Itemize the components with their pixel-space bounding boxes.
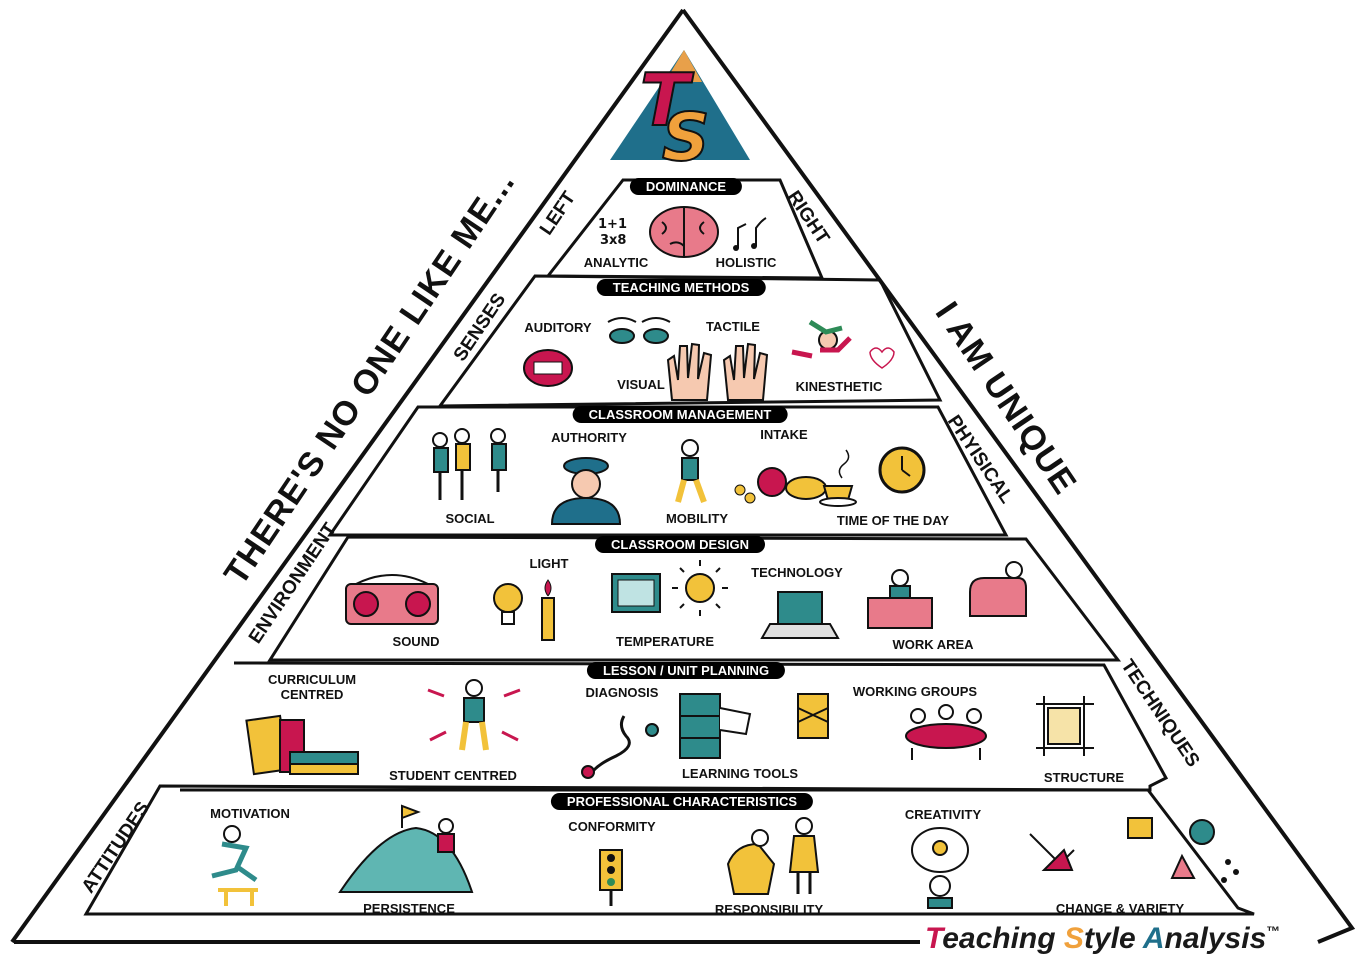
bulb-icon — [493, 583, 523, 625]
ts-logo-s: S — [662, 99, 710, 176]
hurdler-icon — [211, 825, 258, 906]
label-working-groups: WORKING GROUPS — [852, 684, 978, 699]
label-diagnosis: DIAGNOSIS — [585, 685, 659, 700]
label-conformity: CONFORMITY — [568, 819, 656, 834]
eyes-icon — [607, 317, 671, 344]
wrapped-box-icon — [797, 693, 829, 739]
ts-logo-t: T — [640, 58, 694, 142]
desk-icon — [867, 569, 933, 629]
label-student-centred: STUDENT CENTRED — [389, 768, 517, 783]
student-arrows-icon — [427, 679, 521, 751]
tier-title-professional: PROFESSIONAL CHARACTERISTICS — [550, 793, 814, 810]
label-analytic: ANALYTIC — [583, 255, 649, 270]
svg-text:1+1: 1+1 — [598, 217, 627, 232]
books-icon — [245, 714, 359, 776]
jumping-child-icon — [791, 319, 895, 369]
label-structure: STRUCTURE — [1043, 770, 1125, 785]
tier-title-classroom-management: CLASSROOM MANAGEMENT — [572, 406, 788, 423]
music-notes-icon — [733, 217, 767, 251]
filing-cabinet-icon — [679, 693, 752, 759]
thinking-kid-icon — [911, 827, 969, 909]
shapes-icon — [1029, 817, 1239, 883]
tier-title-dominance: DOMINANCE — [629, 178, 743, 195]
label-technology: TECHNOLOGY — [751, 565, 843, 580]
group-table-icon — [905, 704, 987, 760]
officer-icon — [550, 457, 622, 525]
food-icon — [734, 449, 857, 507]
label-visual: VISUAL — [617, 377, 665, 392]
mountain-climber-icon — [338, 804, 474, 893]
brand-word-style: tyle — [1083, 922, 1143, 955]
label-motivation: MOTIVATION — [210, 806, 290, 821]
label-change-variety: CHANGE & VARIETY — [1055, 901, 1185, 916]
laptop-icon — [760, 591, 840, 639]
traffic-light-icon — [599, 849, 623, 906]
social-group-icon — [432, 428, 507, 500]
trademark-symbol: ™ — [1266, 923, 1281, 939]
label-mobility: MOBILITY — [665, 511, 729, 526]
label-curriculum-centred: CURRICULUM CENTRED — [267, 672, 357, 702]
armchair-icon — [969, 561, 1027, 617]
brand-letter-t: T — [925, 922, 943, 955]
radio-icon — [345, 574, 439, 625]
label-auditory: AUDITORY — [524, 320, 592, 335]
tier-methods-outline — [437, 274, 943, 408]
label-social: SOCIAL — [445, 511, 495, 526]
math-symbols-icon: 1+1 3x8 — [598, 217, 627, 248]
label-intake: INTAKE — [760, 427, 808, 442]
label-time-of-day: TIME OF THE DAY — [836, 513, 950, 528]
parents-icon — [726, 817, 820, 895]
label-authority: AUTHORITY — [551, 430, 627, 445]
label-light: LIGHT — [529, 556, 569, 571]
candle-icon — [541, 579, 555, 641]
label-learning-tools: LEARNING TOOLS — [681, 766, 799, 781]
clock-icon — [878, 446, 926, 494]
brand-letter-a: A — [1142, 922, 1165, 955]
scaffold-structure-icon — [1036, 696, 1094, 756]
label-work-area: WORK AREA — [892, 637, 974, 652]
hands-icon — [666, 342, 769, 401]
tier-design-outline — [267, 535, 1122, 662]
svg-text:3x8: 3x8 — [600, 233, 626, 248]
label-kinesthetic: KINESTHETIC — [795, 379, 883, 394]
label-tactile: TACTILE — [706, 319, 760, 334]
computer-face-icon — [611, 573, 661, 613]
outer-pyramid — [14, 8, 1356, 944]
ts-logo: T S — [610, 50, 750, 177]
tier-title-teaching-methods: TEACHING METHODS — [596, 279, 766, 296]
mouth-icon — [523, 349, 573, 387]
label-temperature: TEMPERATURE — [616, 634, 714, 649]
label-sound: SOUND — [392, 634, 440, 649]
tier-title-lesson-planning: LESSON / UNIT PLANNING — [586, 662, 786, 679]
walking-person-icon — [675, 439, 707, 504]
brand-word-teaching: eaching — [942, 922, 1064, 955]
brand-letter-s: S — [1063, 922, 1084, 955]
label-holistic: HOLISTIC — [715, 255, 777, 270]
sun-icon — [672, 560, 728, 616]
brain-icon — [649, 206, 719, 258]
label-persistence: PERSISTENCE — [363, 901, 455, 916]
brand-word-analysis: nalysis — [1164, 922, 1267, 955]
tier-title-classroom-design: CLASSROOM DESIGN — [595, 536, 765, 553]
tier-professional-outline — [83, 784, 1255, 916]
stethoscope-icon — [581, 715, 659, 779]
label-responsibility: RESPONSIBILITY — [714, 902, 824, 917]
outer-left-edge — [10, 8, 685, 944]
brand-logo-text: Teaching Style Analysis™ — [925, 924, 1280, 954]
label-creativity: CREATIVITY — [904, 807, 982, 822]
